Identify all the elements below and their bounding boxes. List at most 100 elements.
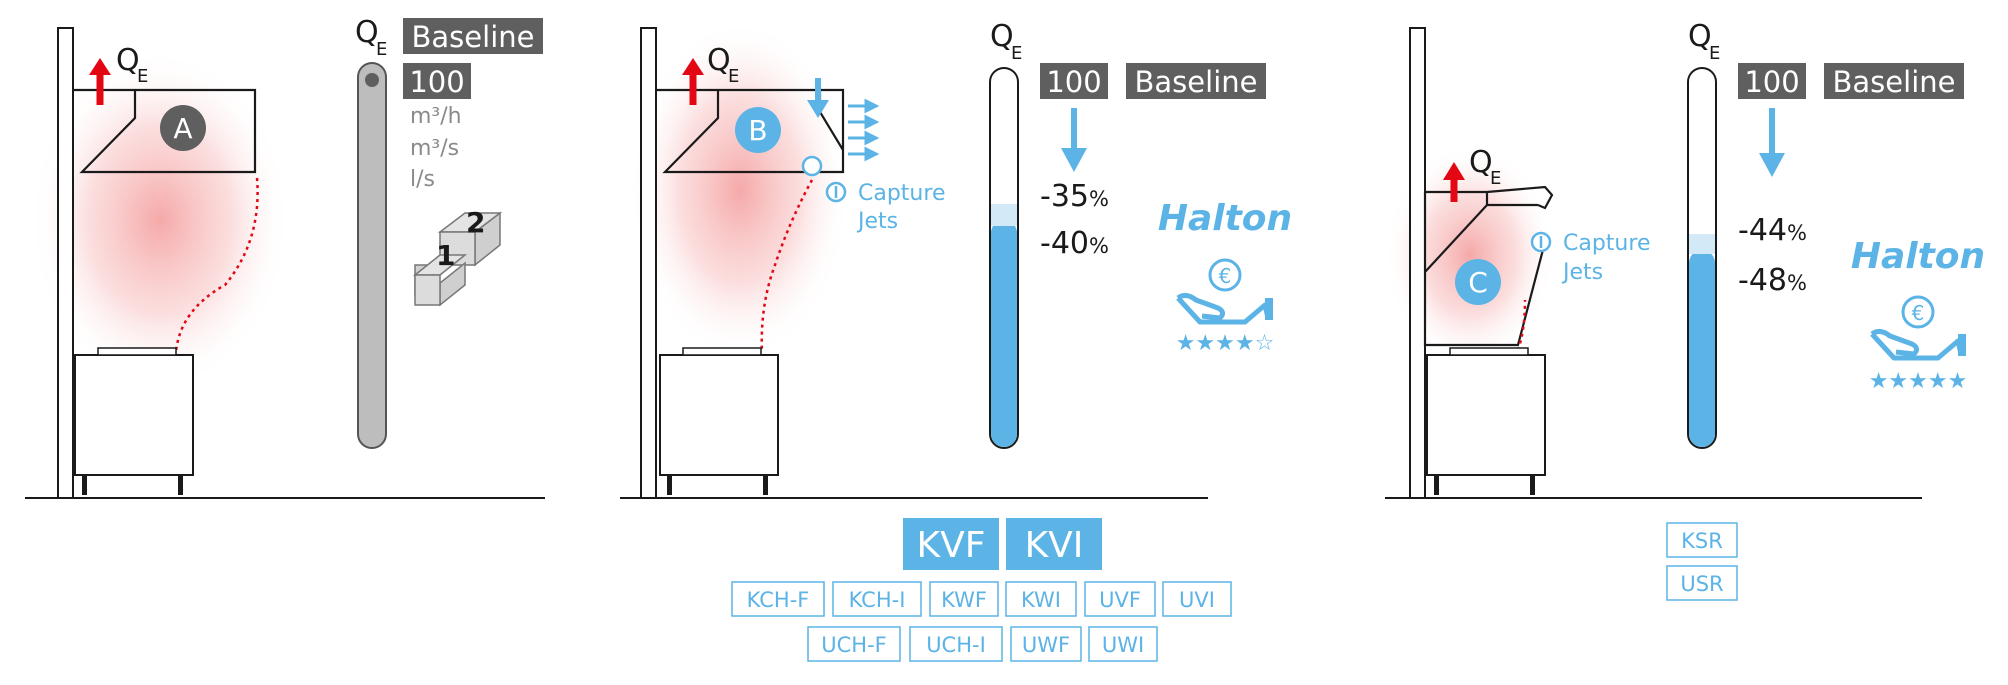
product-tag-usr: USR: [1680, 572, 1723, 596]
product-tag-uwf: UWF: [1022, 633, 1070, 657]
reduction-b1: -35%: [1040, 179, 1109, 214]
product-tag-kch-i: KCH-I: [849, 588, 906, 612]
svg-text:Q: Q: [707, 43, 731, 78]
baseline-tag-a: [403, 18, 543, 54]
unit-1: m³/h: [410, 104, 462, 129]
flow-line-a: [174, 177, 259, 353]
product-tag-kwi: KWI: [1021, 588, 1061, 612]
capture-jets-label-c1: Capture: [1563, 231, 1650, 256]
product-tag-uvi: UVI: [1179, 588, 1215, 612]
panel-c: Q E C Capture Jets Q E 100 Baseline -44%…: [1385, 19, 1985, 601]
svg-text:E: E: [1490, 168, 1501, 189]
baseline-value-c: [1738, 63, 1806, 99]
product-tags-c: [1666, 522, 1738, 601]
hood-c: [1423, 185, 1554, 347]
svg-text:100: 100: [1744, 65, 1799, 99]
capture-jet-icon-b1: [801, 155, 823, 177]
product-tag-uch-i: UCH-I: [926, 633, 986, 657]
reduction-c1: -44%: [1738, 213, 1807, 248]
heat-plume-a: [30, 50, 290, 390]
appliance-c: [1426, 354, 1546, 476]
svg-text:100: 100: [1046, 65, 1101, 99]
wall-a: [57, 27, 74, 499]
hood-a: [73, 88, 257, 174]
flow-subscript: E: [137, 66, 148, 87]
svg-text:Q: Q: [990, 19, 1014, 54]
flow-symbol: Q: [116, 43, 140, 78]
rating-stars-c: ★★★★★: [1869, 369, 1968, 394]
gauge-fill-b: [991, 220, 1017, 447]
unit-3: l/s: [410, 167, 435, 192]
baseline-tag-c: [1824, 63, 1964, 99]
gauge-fill-c: [1689, 250, 1715, 447]
baseline-tag-b: [1126, 63, 1266, 99]
gauge-b: [989, 67, 1019, 449]
svg-text:E: E: [1011, 43, 1022, 64]
supply-jets-icon: [848, 98, 880, 162]
savings-hand-icon-b: €: [1176, 258, 1273, 325]
gauge-tube-a: [357, 62, 387, 449]
wall-b: [640, 27, 657, 499]
capture-jets-label-c2: Jets: [1561, 260, 1603, 285]
gauge-c: [1687, 67, 1717, 449]
svg-text:E: E: [376, 39, 387, 60]
svg-text:KVF: KVF: [917, 525, 986, 566]
badge-c: [1455, 259, 1501, 305]
box-label-1: 1: [436, 239, 455, 272]
exhaust-arrow-icon: [89, 58, 111, 75]
appliance-top-a: [97, 347, 177, 356]
panel-a: Q E A Q E Baseline 100 m³/h m³/s l/s: [25, 15, 545, 499]
q-label-a: Q: [355, 15, 379, 50]
badge-b-label: B: [748, 114, 767, 147]
panel-b: Q E B Capture Jets Q E: [620, 19, 1292, 662]
svg-text:E: E: [1709, 43, 1720, 64]
flow-line-c: [1516, 299, 1527, 351]
svg-text:€: €: [1219, 264, 1232, 288]
flow-line-b: [760, 179, 814, 353]
product-tag-ksr: KSR: [1681, 529, 1723, 553]
brand-logo-c: Halton: [1851, 236, 1985, 277]
capture-jets-label-b2: Jets: [856, 209, 898, 234]
appliance-a: [74, 354, 194, 476]
badge-c-label: C: [1468, 266, 1488, 299]
exhaust-arrow-c-icon: [1443, 162, 1465, 180]
capture-jets-label-b1: Capture: [858, 181, 945, 206]
savings-hand-icon-c: €: [1870, 295, 1966, 361]
svg-text:Q: Q: [1688, 19, 1712, 54]
supply-arrow-icon: [807, 100, 829, 118]
rating-stars-b: ★★★★☆: [1176, 331, 1275, 356]
svg-text:Q: Q: [1469, 145, 1493, 180]
box-label-2: 2: [466, 206, 485, 239]
product-tag-kch-f: KCH-F: [747, 588, 810, 612]
product-tag-kwf: KWF: [941, 588, 987, 612]
badge-a: [160, 105, 206, 151]
svg-text:KVI: KVI: [1025, 525, 1084, 566]
svg-text:Baseline: Baseline: [1833, 65, 1956, 99]
wall-c: [1409, 27, 1426, 499]
product-tag-kvf: [903, 518, 999, 570]
svg-text:100: 100: [409, 65, 464, 99]
badge-a-label: A: [173, 112, 192, 145]
gauge-fill-light-b: [991, 204, 1017, 226]
product-tag-uvf: UVF: [1099, 588, 1141, 612]
badge-b: [735, 107, 781, 153]
reduction-arrow-b-icon: [1061, 148, 1087, 172]
heat-plume-c: [1385, 145, 1555, 365]
product-tag-uwi: UWI: [1102, 633, 1144, 657]
svg-text:€: €: [1912, 301, 1925, 325]
svg-text:Baseline: Baseline: [1135, 65, 1258, 99]
gauge-fill-light-c: [1689, 234, 1715, 254]
svg-text:Baseline: Baseline: [412, 20, 535, 54]
reduction-b2: -40%: [1040, 226, 1109, 261]
appliance-b: [659, 354, 779, 476]
unit-2: m³/s: [410, 136, 459, 161]
svg-text:E: E: [728, 66, 739, 87]
baseline-value-b: [1040, 63, 1108, 99]
heat-plume-b: [630, 20, 850, 360]
product-tags-row1: [731, 581, 1232, 617]
reduction-arrow-c-icon: [1759, 153, 1785, 177]
brand-logo-b: Halton: [1158, 198, 1292, 239]
stacked-boxes-icon: [412, 211, 503, 307]
product-tag-kvi: [1006, 518, 1102, 570]
